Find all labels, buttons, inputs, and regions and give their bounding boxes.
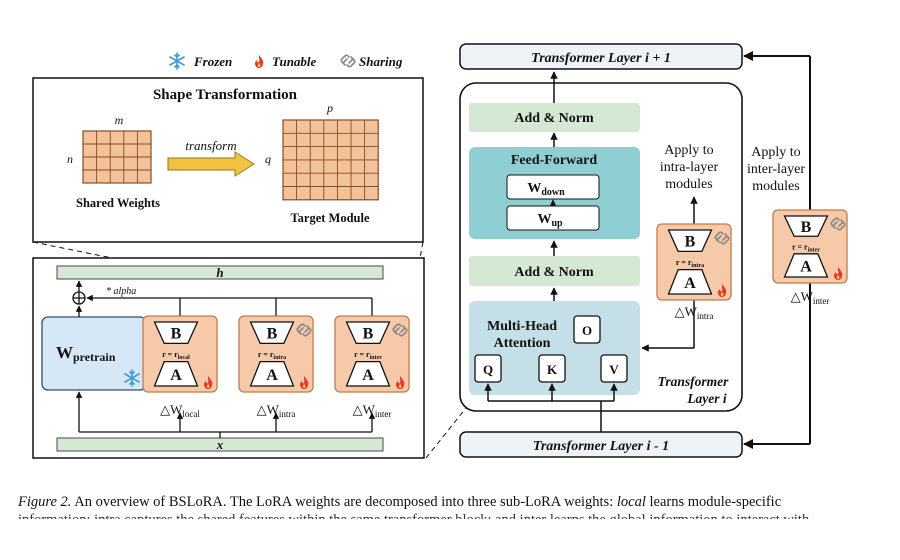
rank-label: r = rinter bbox=[792, 243, 820, 254]
shared-weights-caption: Shared Weights bbox=[76, 196, 160, 210]
svg-text:B: B bbox=[801, 219, 812, 236]
intra-note-2: intra-layer bbox=[660, 160, 719, 175]
layer-i-label-1: Transformer bbox=[658, 374, 730, 389]
caption-line-2: information; intra captures the shared f… bbox=[18, 511, 888, 519]
label-m: m bbox=[115, 113, 124, 127]
v-block bbox=[600, 354, 628, 383]
transformer-layer-panel: Transformer Layer i + 1 Transformer Laye… bbox=[459, 43, 848, 458]
k-block bbox=[538, 354, 566, 383]
lora-b-matrix bbox=[153, 321, 199, 345]
legend: Frozen Tunable Sharing bbox=[169, 52, 403, 70]
add-norm-top-label: Add & Norm bbox=[514, 111, 594, 126]
rank-label: r = rintra bbox=[258, 350, 286, 361]
mha-label-2: Attention bbox=[494, 336, 551, 351]
svg-text:A: A bbox=[362, 367, 374, 384]
rank-label: r = rlocal bbox=[162, 350, 190, 361]
shape-title: Shape Transformation bbox=[153, 87, 298, 103]
delta-w-label: △Winter bbox=[353, 402, 392, 419]
lora-a-matrix bbox=[153, 360, 199, 387]
delta-w-label: △Wintra bbox=[675, 304, 714, 321]
layer-top-block bbox=[459, 43, 743, 70]
inter-note-3: modules bbox=[752, 179, 799, 194]
rank-label: r = rintra bbox=[676, 258, 704, 269]
layer-bottom-label: Transformer Layer i - 1 bbox=[533, 439, 669, 454]
lora-a-matrix bbox=[249, 360, 295, 387]
lora-b-matrix bbox=[667, 229, 713, 253]
delta-w-label: △Wintra bbox=[257, 402, 296, 419]
w-pretrain-label: Wpretrain bbox=[56, 343, 116, 364]
svg-text:Wup: Wup bbox=[537, 212, 563, 229]
caption-local: local bbox=[616, 494, 646, 510]
figure-caption: Figure 2. An overview of BSLoRA. The LoR… bbox=[18, 493, 888, 523]
legend-frozen: Frozen bbox=[193, 54, 232, 69]
inter-note-1: Apply to bbox=[751, 145, 800, 160]
svg-text:A: A bbox=[684, 275, 696, 292]
mha-label-1: Multi-Head bbox=[487, 319, 557, 334]
svg-text:B: B bbox=[685, 234, 696, 251]
transform-arrow bbox=[167, 151, 255, 177]
layer-top-label: Transformer Layer i + 1 bbox=[531, 51, 671, 66]
legend-tunable: Tunable bbox=[272, 54, 317, 69]
label-n: n bbox=[67, 152, 73, 166]
lora-b-matrix bbox=[345, 321, 391, 345]
inter-note-2: inter-layer bbox=[747, 162, 805, 177]
link-icon bbox=[340, 54, 356, 68]
shared-weights-grid bbox=[82, 130, 152, 184]
zoom-line-top-left bbox=[32, 241, 113, 259]
h-label: h bbox=[216, 265, 223, 280]
o-block bbox=[573, 315, 601, 344]
target-module-grid bbox=[282, 119, 379, 201]
svg-text:B: B bbox=[171, 326, 182, 343]
svg-text:K: K bbox=[547, 362, 558, 377]
delta-w-label: △Wlocal bbox=[160, 402, 200, 419]
zoom-line-top-right bbox=[419, 241, 424, 259]
svg-text:A: A bbox=[266, 367, 278, 384]
shape-transformation-panel: Shape Transformation m n Shared Weights … bbox=[32, 77, 424, 243]
svg-text:O: O bbox=[582, 323, 592, 338]
lora-b-matrix bbox=[249, 321, 295, 345]
caption-text-2: learns module-specific bbox=[645, 494, 782, 510]
x-label: x bbox=[216, 437, 224, 452]
flame-icon bbox=[254, 55, 264, 68]
w-down-block bbox=[506, 174, 600, 200]
add-norm-bottom bbox=[469, 256, 640, 286]
caption-text: An overview of BSLoRA. The LoRA weights … bbox=[71, 494, 617, 510]
legend-sharing: Sharing bbox=[359, 54, 403, 69]
add-norm-top bbox=[469, 103, 640, 132]
svg-text:V: V bbox=[609, 362, 619, 377]
delta-w-label: △Winter bbox=[791, 289, 830, 306]
lora-b-matrix bbox=[783, 215, 829, 237]
svg-text:B: B bbox=[363, 326, 374, 343]
transform-label: transform bbox=[185, 138, 236, 153]
label-q: q bbox=[265, 152, 271, 166]
snowflake-icon bbox=[169, 52, 185, 70]
label-p: p bbox=[326, 101, 333, 115]
intra-note-1: Apply to bbox=[664, 143, 713, 158]
add-norm-bottom-label: Add & Norm bbox=[514, 265, 594, 280]
svg-text:Wdown: Wdown bbox=[527, 181, 565, 198]
layer-i-label-2: Layer i bbox=[686, 391, 727, 406]
lora-a-matrix bbox=[783, 253, 829, 278]
alpha-label: * alpha bbox=[106, 286, 136, 297]
h-bar bbox=[56, 265, 384, 280]
caption-label: Figure 2. bbox=[18, 494, 72, 510]
svg-text:A: A bbox=[800, 258, 812, 275]
q-block bbox=[474, 354, 502, 383]
svg-text:A: A bbox=[170, 367, 182, 384]
svg-text:Q: Q bbox=[483, 362, 493, 377]
feed-forward-label: Feed-Forward bbox=[511, 153, 598, 168]
target-module-caption: Target Module bbox=[290, 211, 369, 225]
intra-note-3: modules bbox=[665, 177, 712, 192]
rank-label: r = rinter bbox=[354, 350, 382, 361]
lora-a-matrix bbox=[667, 268, 713, 295]
svg-text:B: B bbox=[267, 326, 278, 343]
lora-a-matrix bbox=[345, 360, 391, 387]
